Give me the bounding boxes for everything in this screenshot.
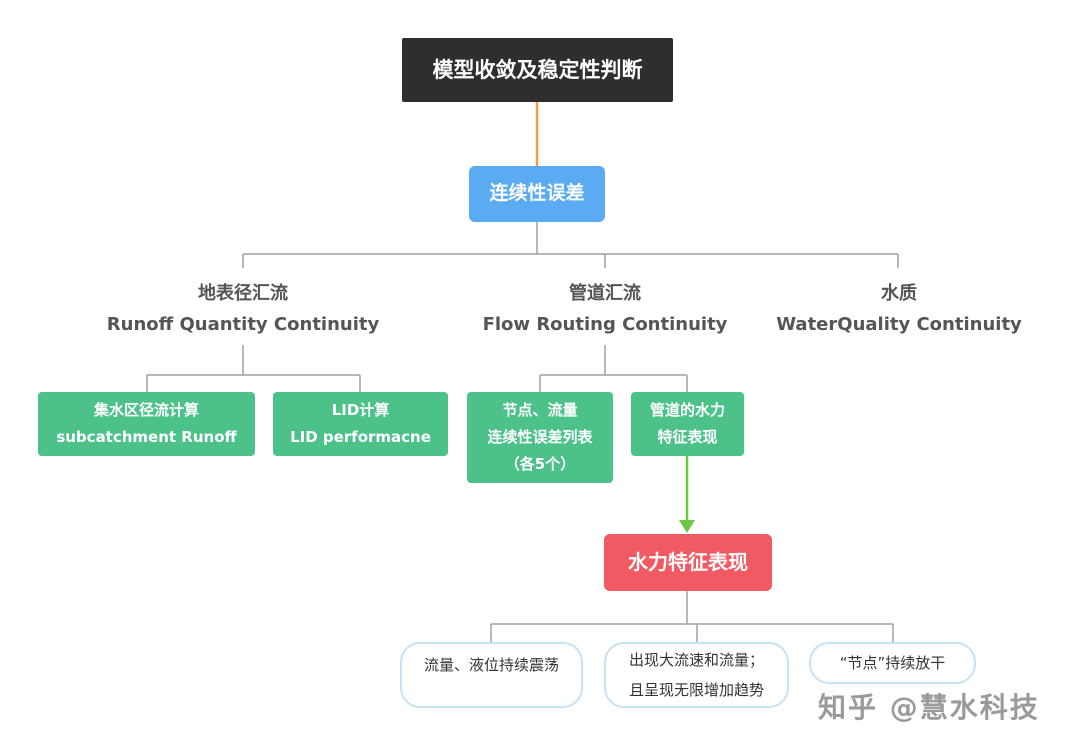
subcatchment-runoff-zh: 集水区径流计算 [93,401,199,419]
root-label: 模型收敛及稳定性判断 [432,57,643,82]
oscillation-node[interactable]: 流量、液位持续震荡 [400,642,583,708]
branch-routing-zh: 管道汇流 [569,283,641,304]
subcatchment-runoff-en: subcatchment Runoff [56,428,237,446]
node-drying-label: “节点”持续放干 [839,654,946,672]
node-flow-error-line2: 连续性误差列表 [487,428,593,446]
branch-quality-en: WaterQuality Continuity [776,314,1022,335]
lid-performance-node[interactable]: LID计算 LID performacne [273,392,448,456]
watermark-text: 知乎 @慧水科技 [818,691,1040,724]
subcatchment-runoff-node[interactable]: 集水区径流计算 subcatchment Runoff [38,392,255,456]
lid-performance-en: LID performacne [290,428,431,446]
conduit-hydraulic-node[interactable]: 管道的水力 特征表现 [631,392,744,456]
node-flow-error-line3: （各5个） [504,455,576,473]
oscillation-label: 流量、液位持续震荡 [423,656,559,674]
branch-runoff-node[interactable]: 地表径汇流 Runoff Quantity Continuity [83,278,403,340]
conduit-hydraulic-line2: 特征表现 [657,428,718,446]
branch-routing-en: Flow Routing Continuity [482,314,728,335]
branch-quality-zh: 水质 [881,283,917,304]
root-node[interactable]: 模型收敛及稳定性判断 [402,38,673,102]
hydraulic-characteristics-label: 水力特征表现 [628,550,748,574]
lid-performance-zh: LID计算 [331,401,390,419]
node-flow-error-table-node[interactable]: 节点、流量 连续性误差列表 （各5个） [467,392,613,483]
hydraulic-arrow-head [679,520,695,533]
hydraulic-characteristics-node[interactable]: 水力特征表现 [604,534,772,591]
continuity-error-label: 连续性误差 [489,182,585,205]
high-velocity-line2: 且呈现无限增加趋势 [628,681,764,699]
branch-routing-node[interactable]: 管道汇流 Flow Routing Continuity [450,278,760,340]
branch-quality-node[interactable]: 水质 WaterQuality Continuity [758,278,1040,340]
branch-runoff-en: Runoff Quantity Continuity [106,314,380,335]
conduit-hydraulic-line1: 管道的水力 [649,401,725,419]
branch-runoff-zh: 地表径汇流 [198,283,288,304]
node-drying-node[interactable]: “节点”持续放干 [809,642,976,684]
continuity-error-node[interactable]: 连续性误差 [469,166,605,222]
high-velocity-node[interactable]: 出现大流速和流量； 且呈现无限增加趋势 [604,642,789,708]
high-velocity-line1: 出现大流速和流量； [628,651,764,669]
node-flow-error-line1: 节点、流量 [502,401,578,419]
